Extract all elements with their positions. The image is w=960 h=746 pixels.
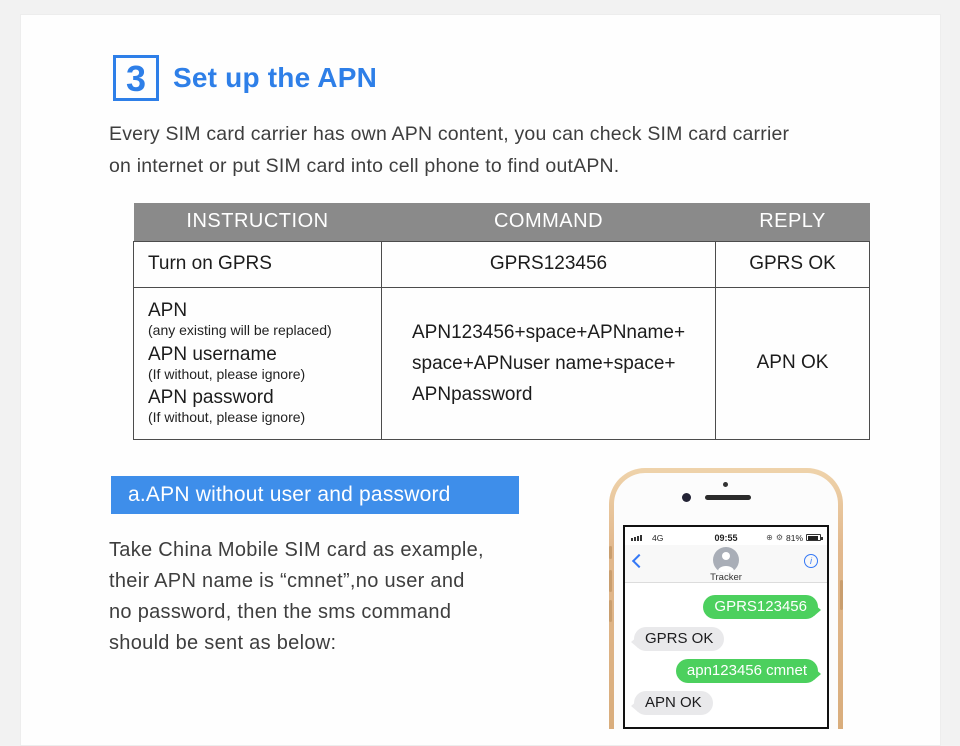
command-cell: APN123456+space+APNname+ space+APNuser n… <box>381 286 716 440</box>
section-a-line-4: should be sent as below: <box>109 632 337 654</box>
alarm-icon: ⚙ <box>775 532 783 542</box>
conversation-header: Tracker i <box>625 545 827 583</box>
incoming-message-bubble: APN OK <box>631 691 713 715</box>
earpiece-speaker <box>705 495 751 500</box>
reply-cell: APN OK <box>715 286 870 440</box>
table-row: APN (any existing will be replaced) APN … <box>133 286 870 440</box>
battery-icon <box>806 534 823 541</box>
location-icon: ⊕ <box>766 532 773 542</box>
volume-down-button <box>609 600 612 622</box>
sms-conversation: GPRS123456 GPRS OK apn123456 cmnet APN O… <box>625 583 827 719</box>
section-a-banner: a.APN without user and password <box>111 476 519 514</box>
phone-screen: 4G 09:55 ⊕ ⚙ 81% Tracker i GPRS12345 <box>623 525 829 729</box>
section-a-line-1: Take China Mobile SIM card as example, <box>109 539 484 561</box>
proximity-sensor-dot <box>723 482 728 487</box>
intro-line-1: Every SIM card carrier has own APN conte… <box>109 123 790 145</box>
message-row: GPRS123456 <box>631 595 821 619</box>
section-a-line-3: no password, then the sms command <box>109 601 452 623</box>
table-header-row: INSTRUCTION COMMAND REPLY <box>133 203 870 241</box>
contact-avatar[interactable] <box>713 547 739 573</box>
instruction-cell: Turn on GPRS <box>133 240 382 288</box>
instruction-label: APN username <box>148 343 277 365</box>
step-number-badge: 3 <box>113 55 159 101</box>
content-card: 3 Set up the APN Every SIM card carrier … <box>20 14 941 746</box>
info-icon[interactable]: i <box>804 554 818 568</box>
instruction-note: (If without, please ignore) <box>148 365 306 382</box>
status-time: 09:55 <box>714 532 738 543</box>
page-title: Set up the APN <box>173 62 377 93</box>
column-header-instruction: INSTRUCTION <box>133 203 382 241</box>
phone-mockup: 4G 09:55 ⊕ ⚙ 81% Tracker i GPRS12345 <box>609 468 843 729</box>
signal-strength-icon <box>631 534 642 541</box>
instruction-group-apn: APN (any existing will be replaced) <box>148 301 381 338</box>
command-line-3: APNpassword <box>412 383 533 405</box>
command-cell: GPRS123456 <box>381 240 716 288</box>
instruction-cell: APN (any existing will be replaced) APN … <box>133 286 382 440</box>
intro-paragraph: Every SIM card carrier has own APN conte… <box>109 118 789 182</box>
status-bar: 4G 09:55 ⊕ ⚙ 81% <box>625 527 827 545</box>
back-chevron-icon[interactable] <box>631 553 647 569</box>
contact-name: Tracker <box>710 572 742 583</box>
front-camera-icon <box>682 493 691 502</box>
column-header-command: COMMAND <box>381 203 716 241</box>
command-line-2: space+APNuser name+space+ <box>412 352 676 374</box>
volume-up-button <box>609 570 612 592</box>
battery-percent-label: 81% <box>785 532 803 543</box>
message-row: APN OK <box>631 691 821 715</box>
carrier-label: 4G <box>652 532 664 543</box>
message-row: GPRS OK <box>630 627 821 651</box>
instruction-group-password: APN password (If without, please ignore) <box>148 388 381 425</box>
instruction-label: APN <box>148 300 188 322</box>
message-row: apn123456 cmnet <box>631 659 822 683</box>
power-button <box>840 580 843 610</box>
instruction-label: APN password <box>148 387 274 409</box>
instruction-group-username: APN username (If without, please ignore) <box>148 343 381 382</box>
column-header-reply: REPLY <box>715 203 870 241</box>
apn-command-table: INSTRUCTION COMMAND REPLY Turn on GPRS G… <box>133 203 870 440</box>
section-a-line-2: their APN name is “cmnet”,no user and <box>109 570 465 592</box>
instruction-note: (any existing will be replaced) <box>148 322 332 338</box>
intro-line-2: on internet or put SIM card into cell ph… <box>109 155 620 177</box>
mute-switch <box>609 546 612 559</box>
section-a-paragraph: Take China Mobile SIM card as example, t… <box>109 535 484 659</box>
incoming-message-bubble: GPRS OK <box>630 627 725 651</box>
command-line-1: APN123456+space+APNname+ <box>412 321 686 343</box>
outgoing-message-bubble: GPRS123456 <box>703 595 821 619</box>
instruction-note: (If without, please ignore) <box>148 409 306 426</box>
outgoing-message-bubble: apn123456 cmnet <box>675 659 822 683</box>
table-row: Turn on GPRS GPRS123456 GPRS OK <box>133 240 870 288</box>
reply-cell: GPRS OK <box>715 240 870 288</box>
